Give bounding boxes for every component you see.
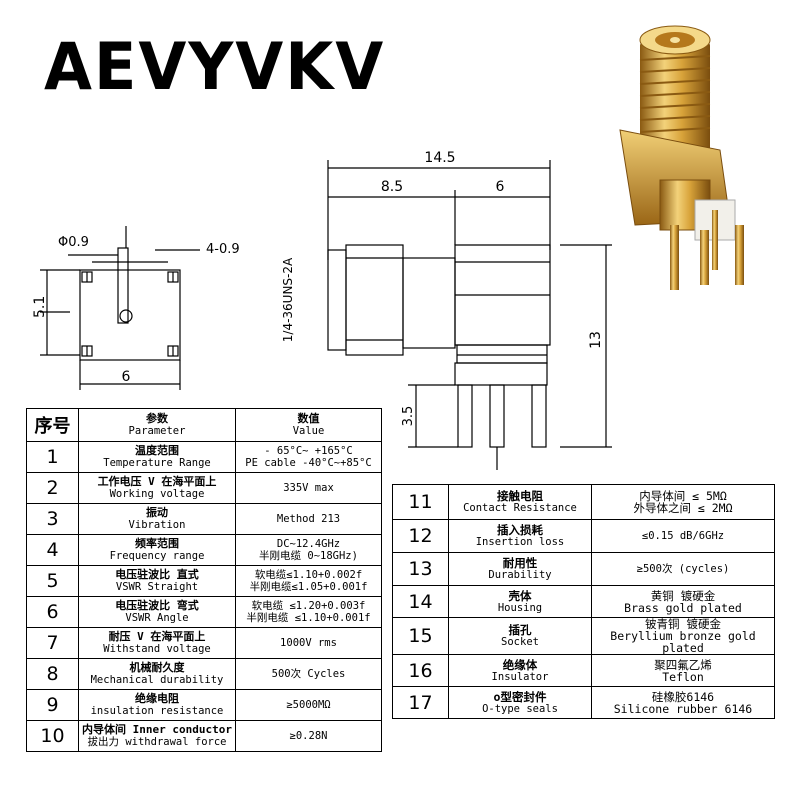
brand-title: AEVYVKV — [44, 28, 386, 105]
total-length-label: 14.5 — [424, 150, 455, 166]
connector-photo — [619, 25, 744, 290]
length-b-label: 6 — [496, 179, 505, 195]
technical-drawing: Φ0.9 4-0.9 5.1 6 14.5 8.5 6 1/4-36UNS-2A… — [32, 150, 612, 470]
thread-label: 1/4-36UNS-2A — [281, 257, 295, 342]
height-left-label: 5.1 — [32, 296, 48, 318]
hole-dia-label: Φ0.9 — [58, 235, 89, 250]
height-total-label: 13 — [588, 331, 604, 349]
length-a-label: 8.5 — [381, 179, 403, 195]
pin-length-label: 3.5 — [401, 406, 416, 427]
pin-dim-label: 4-0.9 — [206, 242, 240, 257]
header-no: 序号 — [26, 408, 79, 442]
width-bottom-label: 6 — [122, 369, 131, 385]
